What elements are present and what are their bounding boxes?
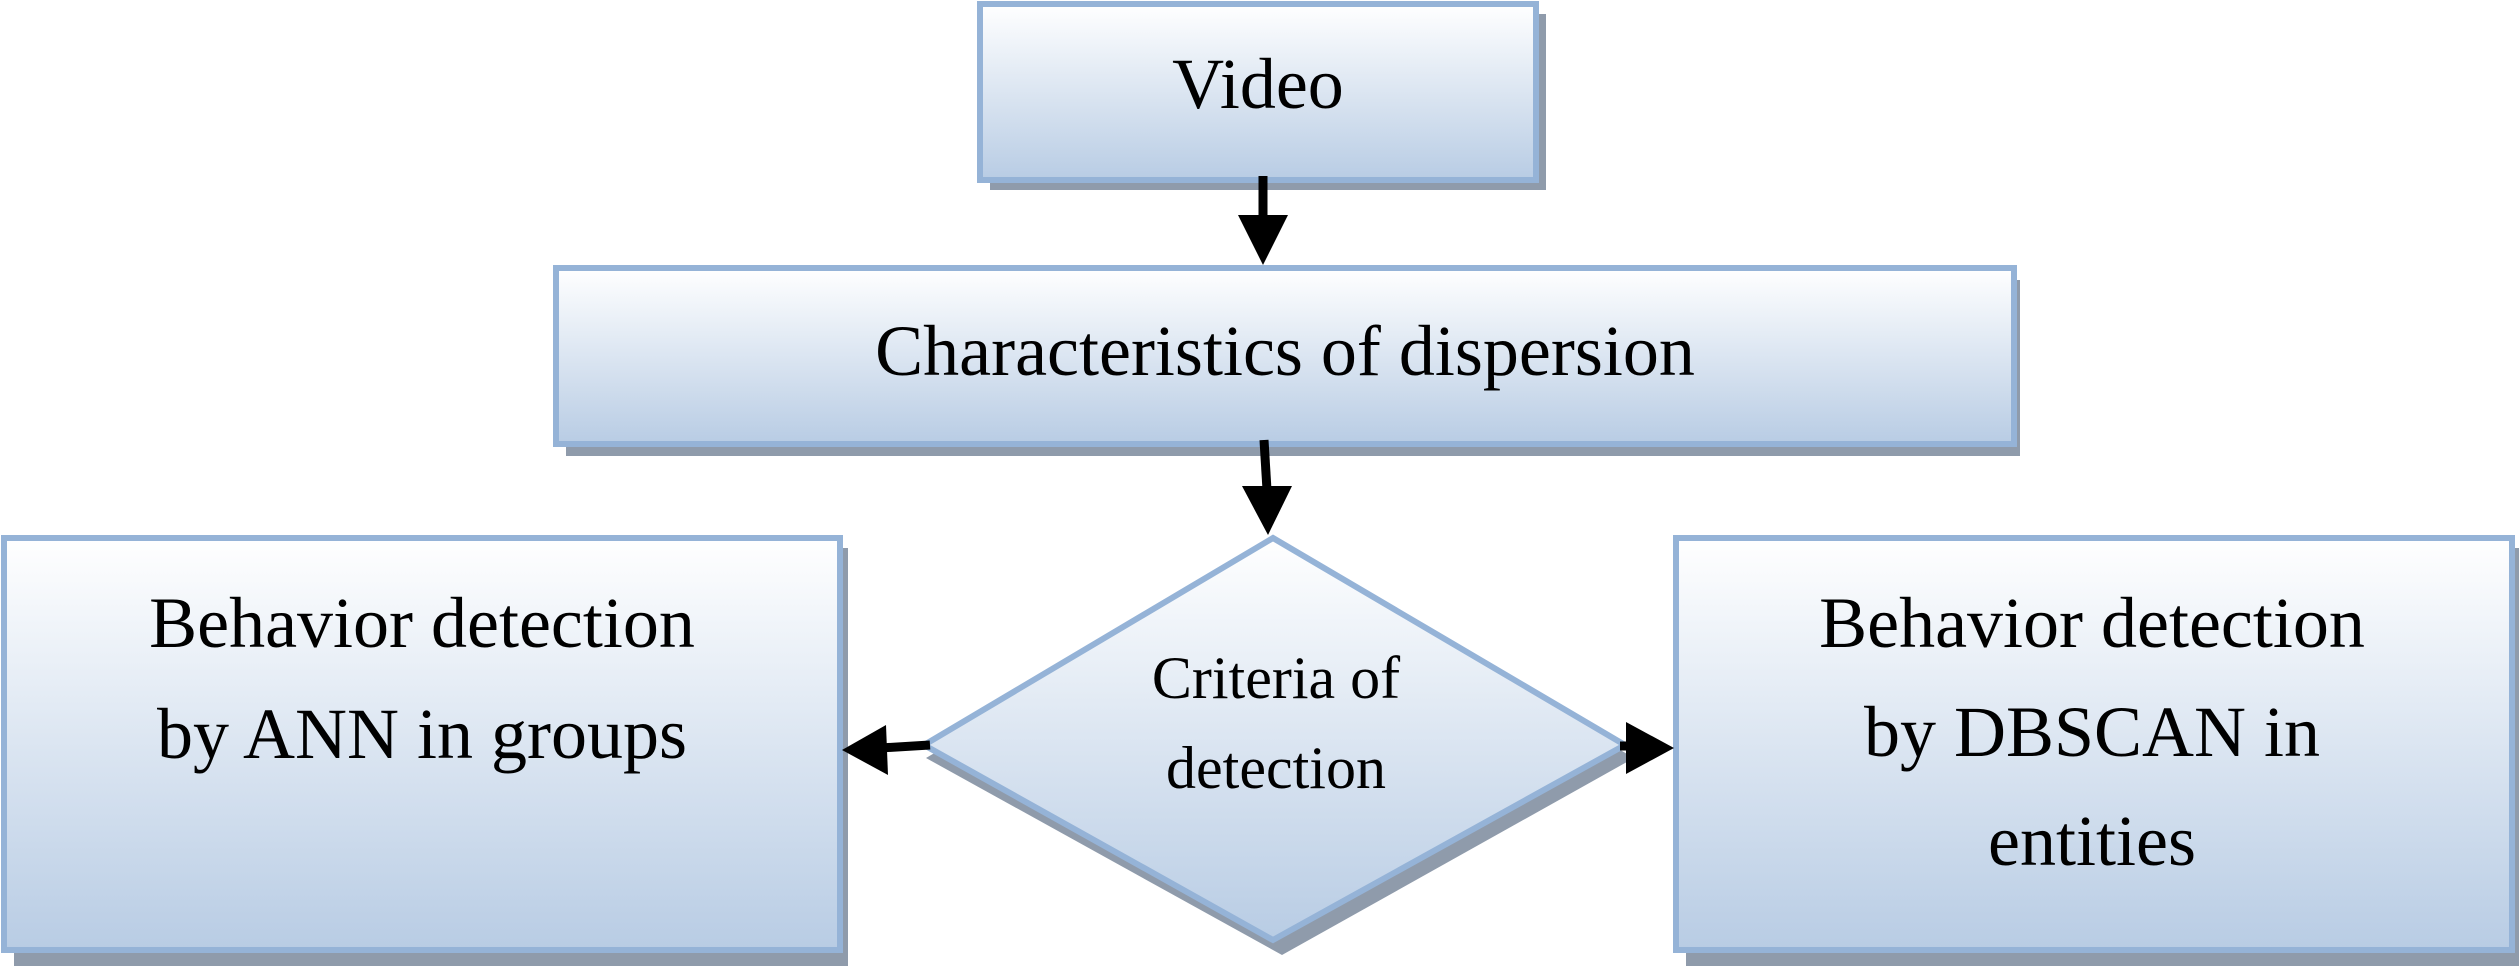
arrow-head <box>1238 215 1288 265</box>
criteria-decision-node: Criteria of detection <box>917 534 1634 955</box>
video-label: Video <box>1172 44 1344 124</box>
dbscan-label-line2: by DBSCAN in <box>1864 692 2320 772</box>
dbscan-node-box <box>1673 535 2515 953</box>
arrow-shaft <box>1259 439 1272 491</box>
criteria-label-line1: Criteria of <box>1152 645 1400 711</box>
criteria-label-line2: detection <box>1166 735 1386 801</box>
dispersion-label: Characteristics of dispersion <box>875 311 1695 391</box>
ann-node: Behavior detection by ANN in groups <box>1 535 848 966</box>
video-node-box <box>977 1 1539 183</box>
ann-label-line1: Behavior detection <box>149 583 695 663</box>
arrow-head <box>842 725 888 775</box>
criteria-node-diamond <box>917 534 1632 944</box>
video-node: Video <box>977 1 1546 190</box>
arrow-video-to-dispersion <box>1238 176 1288 265</box>
dbscan-label-line3: entities <box>1988 801 2196 881</box>
arrow-head <box>1242 486 1292 535</box>
ann-label-line2: by ANN in groups <box>157 694 687 774</box>
arrow-dispersion-to-criteria <box>1242 439 1292 535</box>
dbscan-label-line1: Behavior detection <box>1819 583 2365 663</box>
arrow-criteria-to-ann <box>842 725 931 775</box>
arrow-criteria-to-dbscan <box>1620 722 1674 774</box>
ann-node-box <box>1 535 843 953</box>
arrow-shaft <box>879 740 931 753</box>
dispersion-node: Characteristics of dispersion <box>553 265 2020 456</box>
dbscan-node: Behavior detection by DBSCAN in entities <box>1673 535 2519 966</box>
arrow-head <box>1626 722 1674 774</box>
dispersion-node-box <box>553 265 2017 447</box>
